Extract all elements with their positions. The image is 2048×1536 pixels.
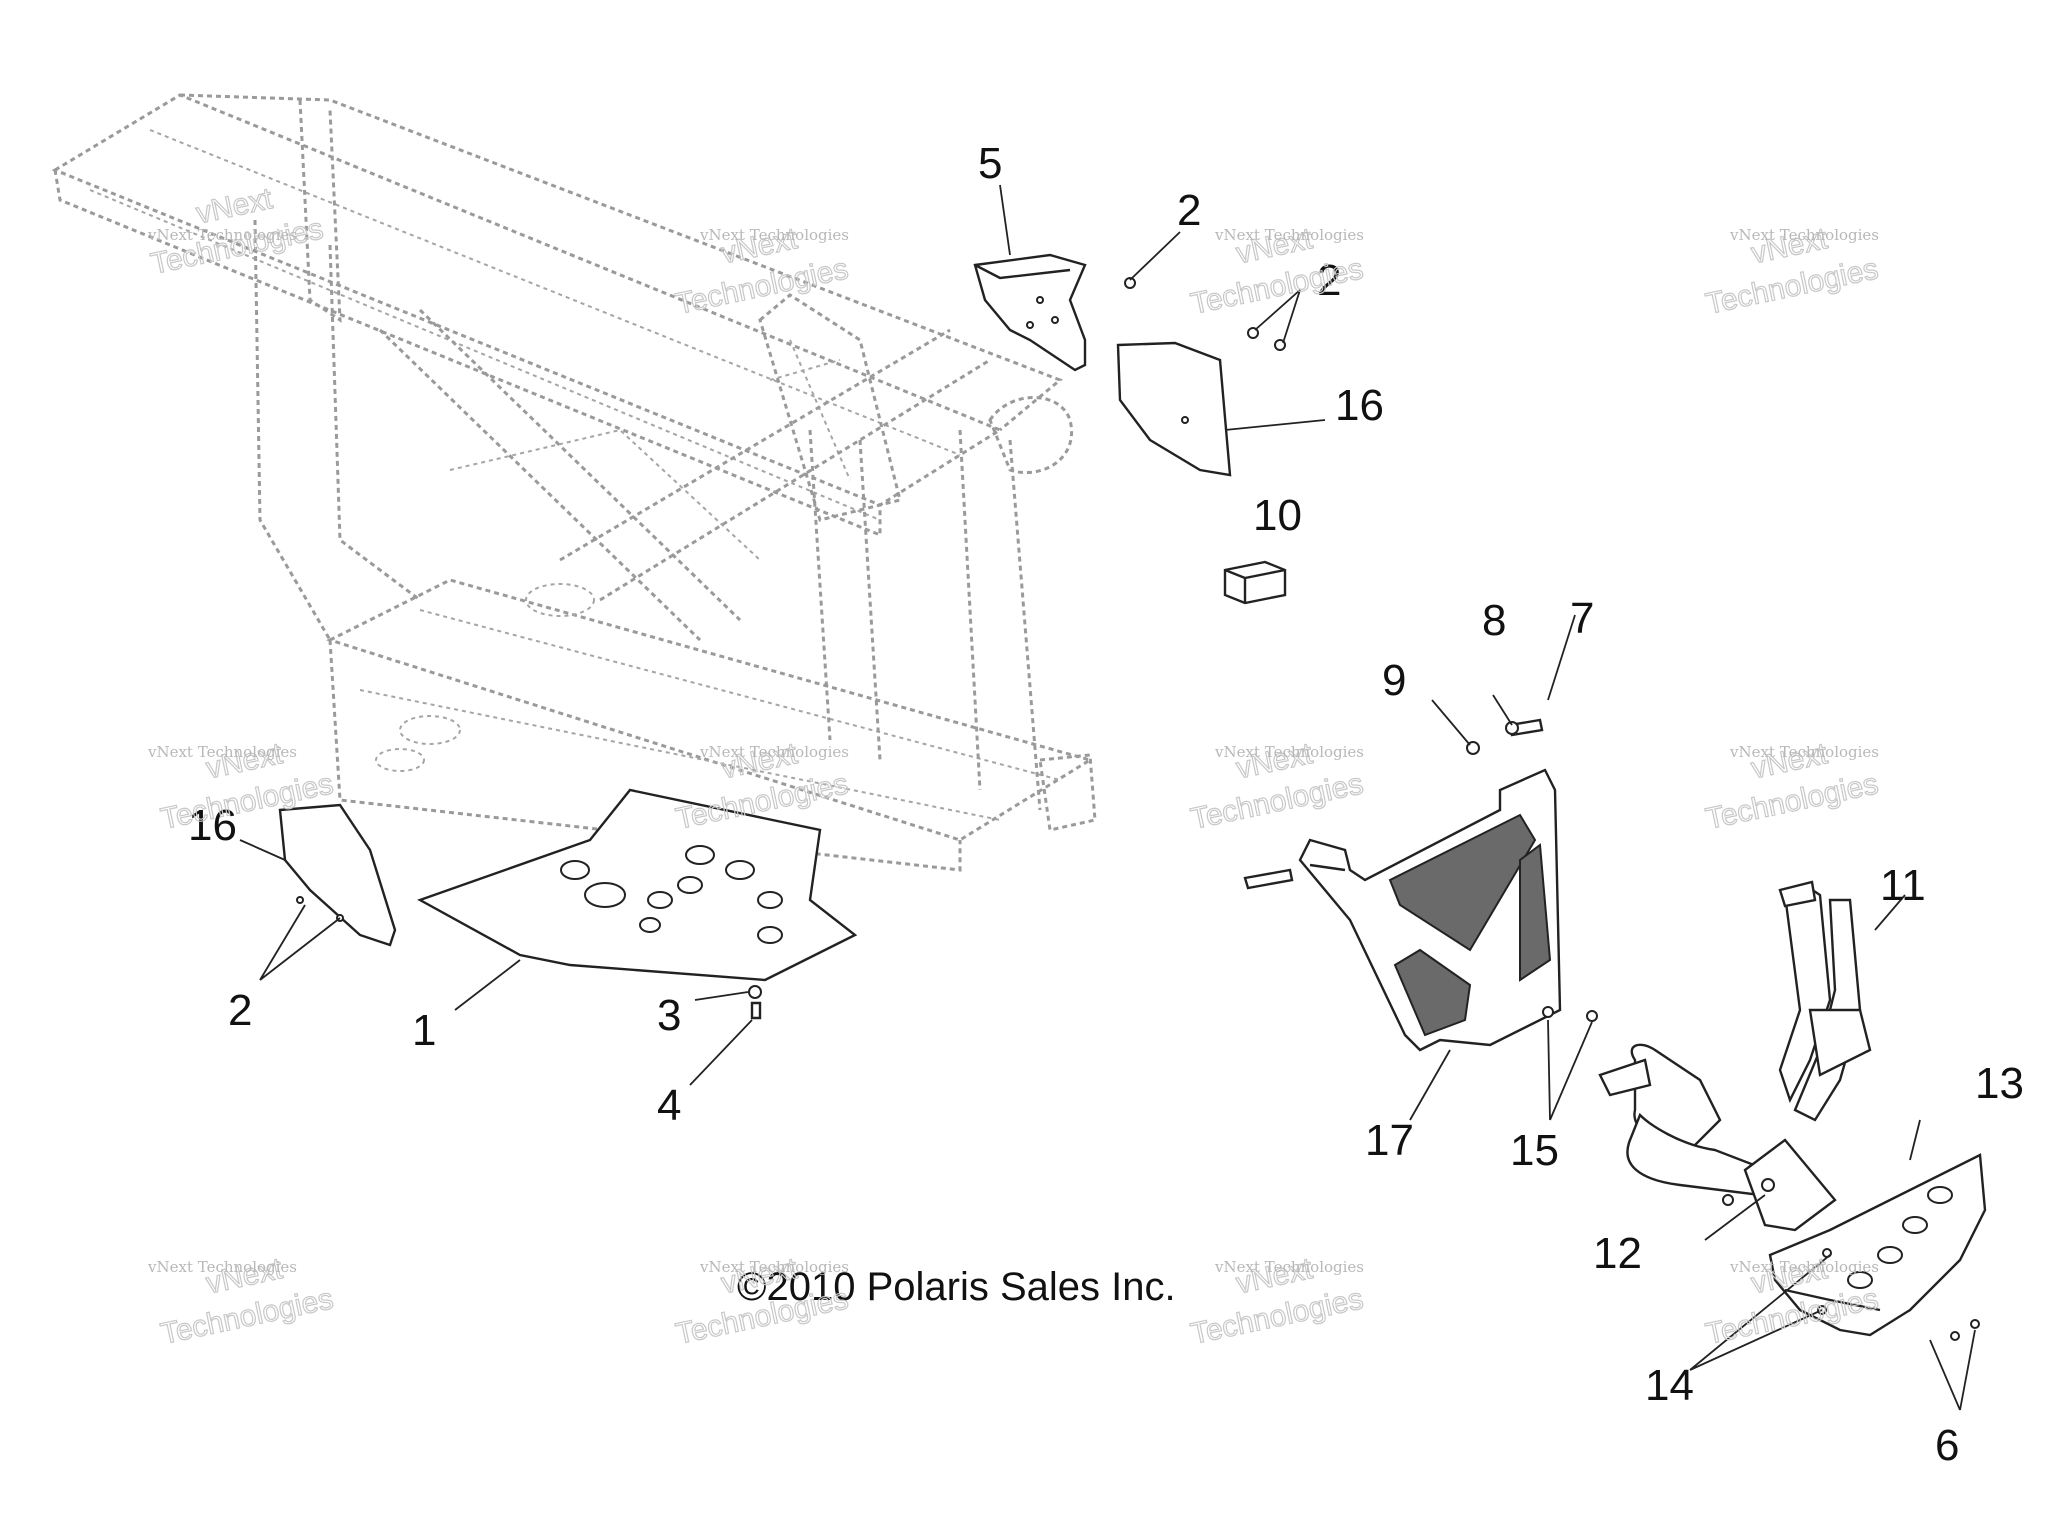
callout-2: 2 [1177, 186, 1201, 235]
callout-10: 10 [1253, 491, 1302, 540]
watermark-small: vNext Technologies [147, 226, 297, 244]
callout-5: 5 [978, 139, 1002, 188]
part-5-bracket [973, 253, 1087, 372]
callout-labels: 5 2 2 16 10 8 7 9 16 11 13 2 1 3 4 17 15… [188, 139, 2024, 1470]
part-13-front-skid [1768, 1153, 1987, 1341]
watermark-small: vNext Technologies [1729, 1258, 1879, 1276]
watermark-small: vNext Technologies [1214, 1258, 1364, 1276]
watermark-small: vNext Technologies [1214, 226, 1364, 244]
watermark-small: vNext Technologies [699, 1258, 849, 1276]
copyright-text: ©2010 Polaris Sales Inc. [737, 1265, 1176, 1309]
callout-17: 17 [1365, 1116, 1414, 1165]
callout-14: 14 [1645, 1361, 1694, 1410]
part-16-lower-shield [278, 803, 397, 947]
part-1-skid-plate [417, 788, 858, 982]
leader-lines [239, 184, 1976, 1411]
callout-13: 13 [1975, 1059, 2024, 1108]
callout-2: 2 [1317, 256, 1341, 305]
watermark-small: vNext Technologies [699, 226, 849, 244]
watermark-small: vNext Technologies [1729, 226, 1879, 244]
watermark-small: vNext Technologies [147, 1258, 297, 1276]
part-10-block [1223, 560, 1287, 605]
part-17-grille [1243, 718, 1598, 1052]
watermark-small: vNext Technologies [1729, 743, 1879, 761]
callout-12: 12 [1593, 1229, 1642, 1278]
part-16-upper-shield [1116, 341, 1232, 477]
watermark-small: vNext Technologies [1214, 743, 1364, 761]
callout-2: 2 [228, 986, 252, 1035]
part-11-bumper [1598, 880, 1872, 1232]
callout-11: 11 [1880, 861, 1926, 910]
callout-15: 15 [1510, 1126, 1559, 1175]
callout-6: 6 [1935, 1421, 1959, 1470]
watermark-small: vNext Technologies [699, 743, 849, 761]
callout-16: 16 [1335, 381, 1384, 430]
callout-7: 7 [1570, 594, 1594, 643]
callout-1: 1 [412, 1006, 436, 1055]
callout-3: 3 [657, 991, 681, 1040]
callout-8: 8 [1482, 596, 1506, 645]
callout-9: 9 [1382, 656, 1406, 705]
callout-4: 4 [657, 1081, 681, 1130]
watermark-small: vNext Technologies [147, 743, 297, 761]
parts-3-4-fastener [748, 985, 762, 1020]
callout-16: 16 [188, 801, 237, 850]
